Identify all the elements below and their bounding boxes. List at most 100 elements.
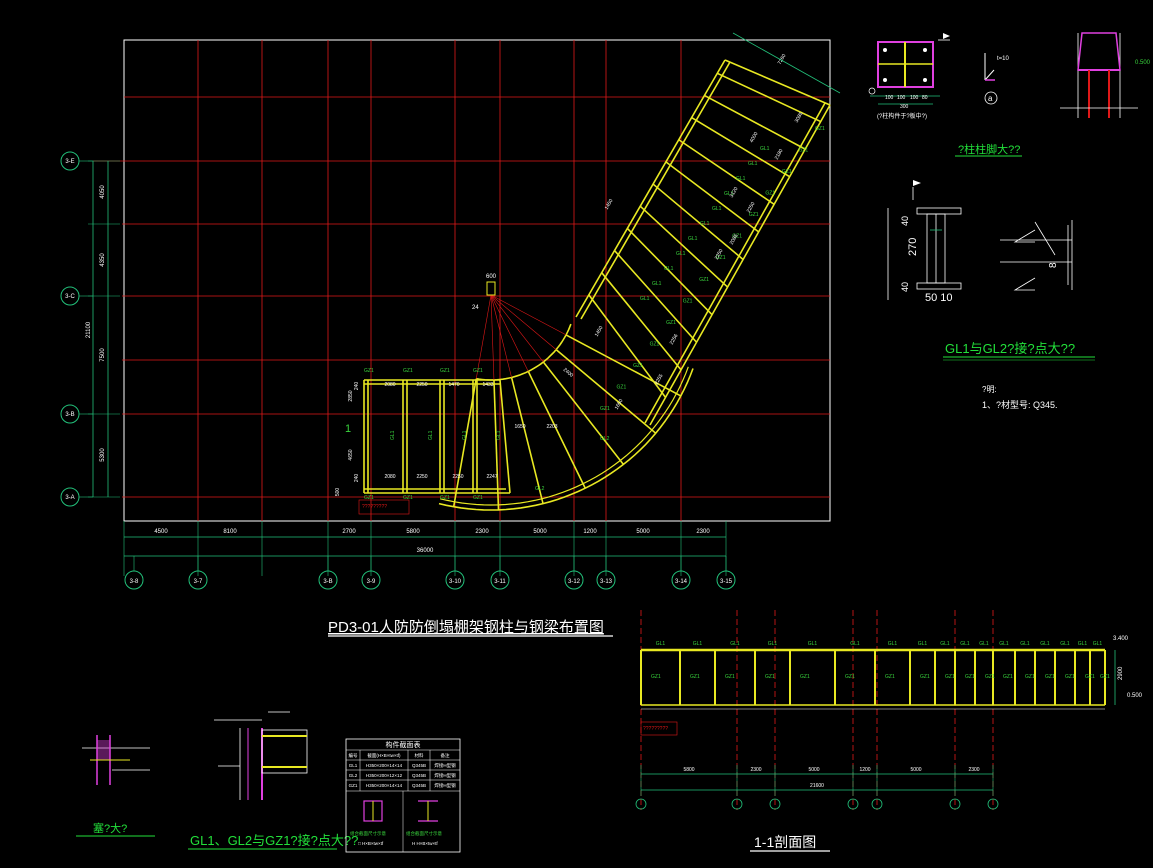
dim-bottom: 4500 [154, 529, 168, 535]
axis-bubble-label: 3-B [323, 579, 332, 585]
table-cell: H350×200×12×12 [366, 773, 403, 778]
dim-angled: 4000 [749, 131, 760, 144]
beam-arm-cross [613, 250, 698, 343]
detail-gl-gz1 [214, 711, 308, 800]
d40a: 40 [900, 216, 910, 226]
dim-angled: 2256 [669, 333, 680, 346]
beam-arm-cross [601, 272, 682, 371]
dim-top-row: 1470 [448, 382, 459, 388]
axis-bubble-circle [671, 570, 691, 590]
axis-bubble-label: 3-A [65, 495, 74, 501]
notes-line1: 1、?材型号: Q345. [982, 399, 1058, 410]
section-gz-label: GZ1 [1025, 674, 1035, 680]
section-gl-label: GL1 [850, 641, 860, 647]
axis-bubble-circle [361, 570, 381, 590]
dim-left-small: 4650 [348, 449, 354, 460]
gl1-label: GL1 [688, 236, 698, 242]
plate-dim-3: 100 [910, 95, 919, 101]
beam-radial [565, 334, 682, 397]
section-dim: 1200 [859, 767, 870, 773]
beam-radial [452, 378, 478, 507]
section-gl-label: GL1 [768, 641, 778, 647]
beam-curve-inner-edge [476, 323, 572, 381]
dim-bottom: 1200 [583, 529, 597, 535]
section-gz-label: GZ1 [651, 674, 661, 680]
axis-bubble-circle [188, 570, 208, 590]
axis-bubble-label: 3-E [65, 159, 74, 165]
table-cell: GL1 [349, 763, 358, 768]
plate-total: 300 [900, 104, 909, 110]
gz1-label: GZ1 [815, 126, 825, 132]
gl1-label: GL1 [462, 430, 468, 440]
section-gl-label: GL1 [656, 641, 666, 647]
section-gl-label: GL1 [693, 641, 703, 647]
gz1-label: GZ1 [440, 368, 450, 374]
axis-bubble-label: 3-13 [600, 579, 613, 585]
section-gl-label: GL1 [960, 641, 970, 647]
beam-arm-cross [652, 183, 744, 261]
dim-angled: 1450 [594, 325, 605, 338]
plan-border [123, 39, 831, 522]
gl1-label: GL1 [390, 430, 396, 440]
stiffener-title: 塞?大? [93, 821, 127, 835]
elev-value: 0.500 [1135, 60, 1151, 66]
section-note: ????????? [643, 726, 668, 732]
beam-radial [555, 349, 657, 434]
gz1-label: GZ1 [749, 212, 759, 218]
d40b: 40 [900, 282, 910, 292]
beam-arm-cross [665, 161, 760, 233]
section-axis-bubble [731, 798, 743, 810]
dim-bottom-row: 2250 [452, 474, 463, 480]
dim-left-small: 2850 [348, 390, 354, 401]
dim-angled: 2250 [714, 248, 725, 261]
dim-bottom-row: 2080 [384, 474, 395, 480]
beam-arm-cross [704, 94, 806, 150]
beam-curve-outer [438, 368, 694, 511]
gz1-label: GZ1 [617, 384, 627, 390]
gz1-label: GZ1 [600, 406, 610, 412]
section-gl-label: GL1 [940, 641, 950, 647]
notes-head: ?明: [982, 385, 997, 394]
axis-bubble-circle [445, 570, 465, 590]
section-dim: 5800 [683, 767, 694, 773]
section-gz-label: GZ1 [885, 674, 895, 680]
dim-bottom: 2700 [342, 529, 356, 535]
axis-bubble-label: 3-7 [194, 579, 203, 585]
section-gl-label: GL1 [1093, 641, 1103, 647]
axis-bubble-label: 3-10 [449, 579, 462, 585]
radial-guide [490, 294, 512, 378]
axis-bubble-circle [716, 570, 736, 590]
gz1-label: GZ1 [798, 148, 808, 154]
section-gl-label: GL1 [999, 641, 1009, 647]
section-dim: 2300 [968, 767, 979, 773]
section-1-1: GL1GZ1GL1GZ1GL1GZ1GL1GZ1GL1GZ1GL1GZ1GL1G… [635, 610, 1143, 810]
section-gl-label: GL1 [1078, 641, 1088, 647]
section-gl-label: GL1 [808, 641, 818, 647]
plate-dim-2: 100 [897, 95, 906, 101]
axis-bubble-label: 3-8 [130, 579, 139, 585]
axis-bubble-label: 3-9 [367, 579, 376, 585]
radial-guide [490, 294, 567, 336]
section-gl-label: GL1 [1040, 641, 1050, 647]
dim-angled: 1650 [614, 398, 625, 411]
section-gz-label: GZ1 [690, 674, 700, 680]
beam-arm-cross [588, 294, 667, 398]
table-cell: Q345B [412, 773, 426, 778]
radial-guide [490, 294, 529, 372]
section-gz-label: GZ1 [1085, 674, 1095, 680]
section-elev-bot: 0.500 [1127, 693, 1143, 699]
dim-angled: 3085 [794, 111, 805, 124]
table-header-cell: 材料 [415, 752, 424, 759]
dim-bottom: 5800 [406, 529, 420, 535]
gl1-label: GL1 [760, 146, 770, 152]
section-dim-total: 21600 [810, 783, 824, 789]
detail-column-elev: 0.500 [1060, 32, 1151, 118]
axis-bubble-circle [564, 570, 584, 590]
section-gz-label: GZ1 [1100, 674, 1110, 680]
dim-bottom: 8100 [223, 529, 237, 535]
gl1-gl2-title: GL1与GL2?接?点大?? [945, 341, 1075, 356]
gl-gz1-title: GL1、GL2与GZ1?接?点大?? [190, 833, 358, 848]
section-gz-label: GZ1 [765, 674, 775, 680]
beam-arm-inner-2 [580, 61, 731, 320]
